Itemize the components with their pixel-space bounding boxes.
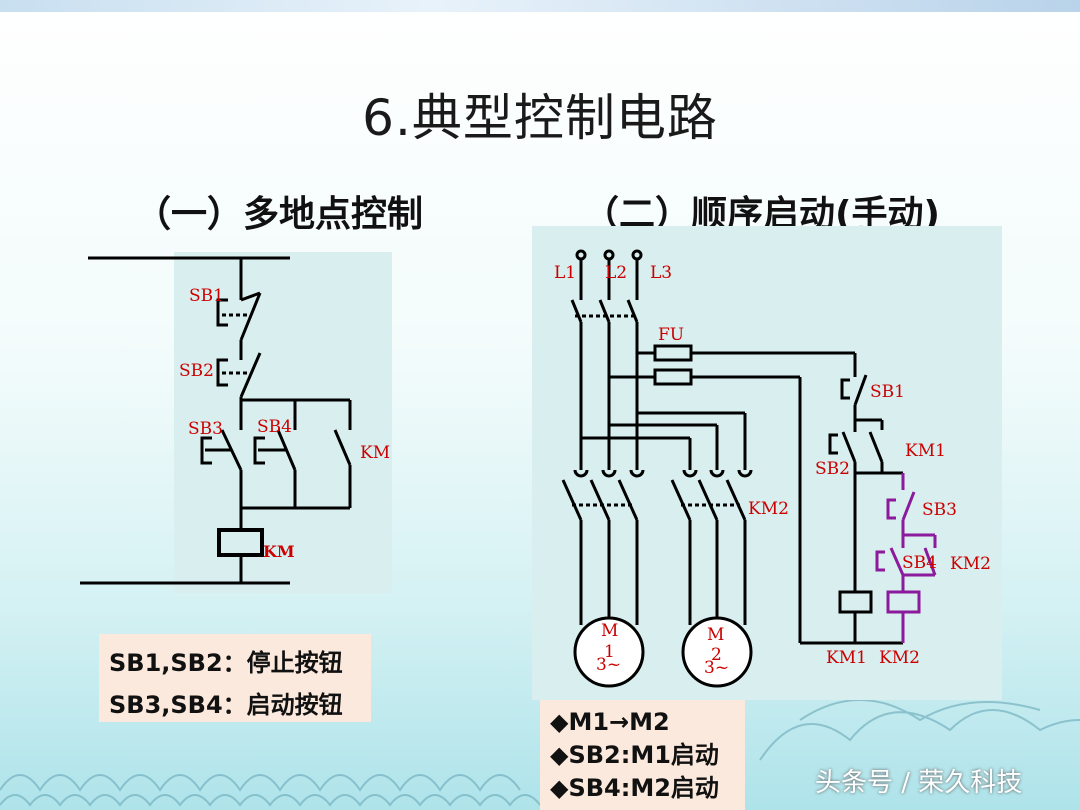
d1-label-km-contact: KM (360, 443, 390, 463)
d1-label-sb2: SB2 (179, 361, 214, 381)
d2-label-m2-top: M (707, 625, 724, 645)
watermark: 头条号 / 荣久科技 (815, 768, 1023, 798)
legend-start-sequence: ◆M1→M2 ◆SB2:M1启动 ◆SB4:M2启动 (540, 700, 745, 810)
section-heading-multi-location: （一）多地点控制 (135, 194, 424, 235)
diagram-sequential-start: L1 L2 L3 FU KM2 M 1 3~ M 2 3~ SB1 SB2 KM… (532, 226, 1002, 700)
legend-m1-start: ◆SB2:M1启动 (550, 741, 719, 769)
d2-label-l2: L2 (605, 263, 627, 283)
d2-label-km1-coil: KM1 (826, 648, 867, 668)
d2-label-m1-top: M (601, 621, 618, 641)
d2-label-sb2: SB2 (815, 459, 850, 479)
legend-m2-start: ◆SB4:M2启动 (550, 774, 719, 802)
d2-label-km2-contact: KM2 (950, 554, 991, 574)
d2-label-km2-main: KM2 (748, 499, 789, 519)
d2-label-m2-num: 2 (711, 645, 722, 665)
d2-label-sb4: SB4 (902, 553, 937, 573)
wave-decoration (0, 699, 1080, 807)
d2-label-sb3: SB3 (922, 500, 957, 520)
legend-stop-buttons: SB1,SB2：停止按钮 (109, 649, 343, 677)
d1-label-km-coil: KM (263, 542, 295, 561)
d2-label-m1-num: 1 (604, 642, 615, 662)
d2-label-m2-phase: 3~ (704, 658, 729, 678)
legend-sequence-order: ◆M1→M2 (550, 708, 670, 736)
d2-label-km1-contact: KM1 (905, 441, 946, 461)
legend-button-functions: SB1,SB2：停止按钮 SB3,SB4：启动按钮 (99, 634, 371, 722)
d2-label-fu: FU (658, 325, 684, 345)
d2-label-sb1: SB1 (870, 382, 905, 402)
legend-start-buttons: SB3,SB4：启动按钮 (109, 691, 343, 719)
page-title: 6.典型控制电路 (362, 89, 718, 147)
d2-label-km2-coil: KM2 (879, 648, 920, 668)
d2-label-l3: L3 (650, 263, 672, 283)
d1-label-sb1: SB1 (189, 286, 224, 306)
d2-label-l1: L1 (554, 263, 576, 283)
top-decorative-bar (0, 0, 1080, 12)
diagram-multi-location-control: SB1 SB2 SB3 SB4 KM KM (80, 252, 392, 593)
d1-label-sb3: SB3 (188, 419, 223, 439)
diagram1-panel (174, 252, 392, 593)
d2-label-m1-phase: 3~ (596, 655, 621, 675)
d1-label-sb4: SB4 (257, 417, 292, 437)
